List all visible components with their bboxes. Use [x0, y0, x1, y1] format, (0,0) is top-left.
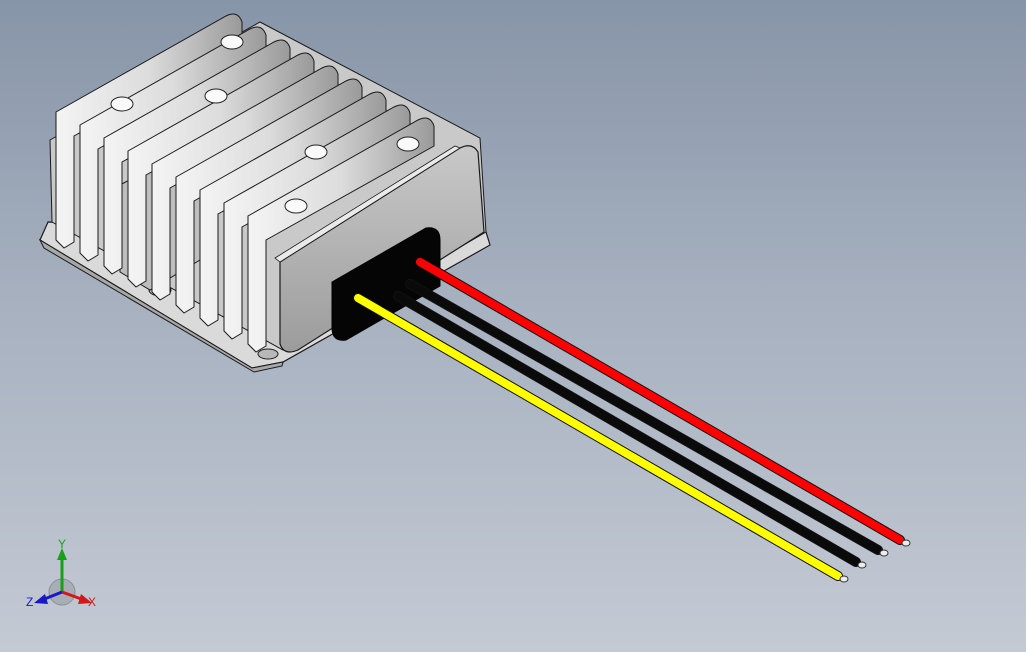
screw-head — [304, 144, 328, 160]
heat-sink-fin — [103, 39, 291, 275]
wire-black — [394, 292, 860, 566]
heat-sink-fin — [151, 65, 339, 301]
wire-red — [416, 258, 904, 544]
end-plate — [274, 145, 485, 353]
wire-tip — [901, 539, 911, 547]
screw-head — [220, 34, 244, 50]
y-axis-label: Y — [58, 537, 66, 551]
coordinate-triad: Y X Z — [26, 537, 96, 609]
wire-tip — [879, 549, 889, 557]
wires — [353, 257, 911, 583]
heat-sink-fin — [79, 26, 267, 262]
wire-tip — [839, 575, 849, 583]
screw-head — [204, 88, 228, 104]
z-axis-label: Z — [26, 595, 33, 609]
cable-connector — [331, 227, 441, 341]
wire-black — [406, 280, 882, 554]
wire-tip — [857, 561, 867, 569]
wire-yellow — [354, 294, 842, 580]
mounting-hole — [257, 348, 279, 360]
screw-head — [396, 136, 420, 152]
screw-head — [284, 198, 308, 214]
heat-sink-fin — [175, 78, 363, 314]
x-axis-label: X — [88, 595, 96, 609]
heat-sink-fin — [199, 91, 387, 327]
heat-sink-fins — [55, 13, 435, 353]
screw-head — [110, 96, 134, 112]
